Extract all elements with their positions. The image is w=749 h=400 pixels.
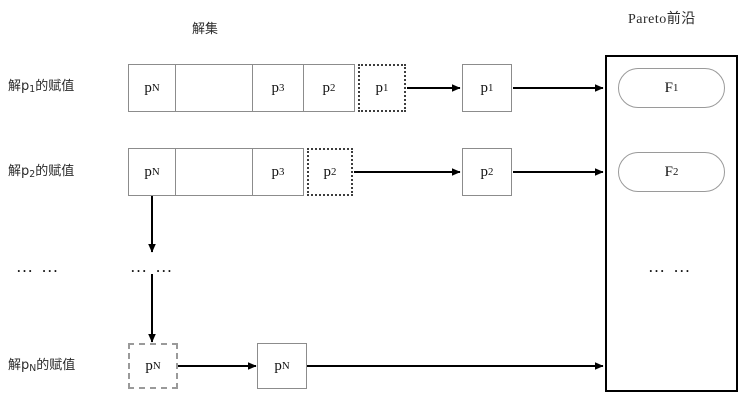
row1-selected-gene-sub: 1 [383,82,389,94]
row-label-2-suffix: 的赋值 [35,164,75,179]
solution-set-title: 解集 [192,22,219,37]
row1-cell-1 [176,64,253,112]
row2-cell-1 [176,148,253,196]
row1-mid-box-base: p [480,79,489,96]
row3-selected-gene-base: p [145,357,153,374]
row2-cell-2-base: p [271,163,280,180]
row3-mid-box-base: p [274,357,282,374]
pareto-front-item-1-base: F [664,79,673,96]
row-ellipsis-left: … … [16,257,61,276]
row2-cell-2-sub: 3 [279,166,285,178]
row2-cell-0-sub: N [151,166,160,178]
row1-cell-0-sub: N [151,82,160,94]
pareto-front-ellipsis: … … [648,257,693,276]
row1-selected-gene-base: p [375,79,384,96]
row-label-1-suffix: 的赋值 [35,79,75,94]
row2-mid-box-sub: 2 [488,166,494,178]
row1-cell-3-sub: 2 [330,82,336,94]
row-label-3: 解pN的赋值 [8,359,75,373]
row-label-2: 解p2的赋值 [8,165,74,179]
pareto-front-item-2-base: F [664,163,673,180]
pareto-front-title: Pareto前沿 [628,12,696,27]
row2-cell-0-base: p [144,163,152,180]
pareto-front-item-1-sub: 1 [672,82,679,94]
row1-cell-2-sub: 3 [279,82,285,94]
row1-cell-0-base: p [144,79,152,96]
pareto-front-item-2-sub: 2 [672,166,679,178]
row2-mid-box-base: p [480,163,489,180]
row3-selected-gene-sub: N [152,360,161,372]
row2-selected-gene-sub: 2 [331,166,337,178]
pareto-front-container [605,55,738,392]
row1-cell-3-base: p [322,79,331,96]
row-label-3-prefix: 解p [8,358,30,373]
row-label-2-prefix: 解p [8,164,30,179]
row2-selected-gene-base: p [323,163,332,180]
row1-cell-2-base: p [271,79,280,96]
row-label-1-sub: 1 [29,84,36,96]
row-label-3-sub: N [29,363,37,375]
row3-mid-box-sub: N [281,360,290,372]
row-ellipsis-center: … … [130,257,175,276]
row-label-1-prefix: 解p [8,79,30,94]
row1-mid-box-sub: 1 [488,82,494,94]
row-label-3-suffix: 的赋值 [36,358,76,373]
row-label-2-sub: 2 [29,169,36,181]
row-label-1: 解p1的赋值 [8,80,74,94]
